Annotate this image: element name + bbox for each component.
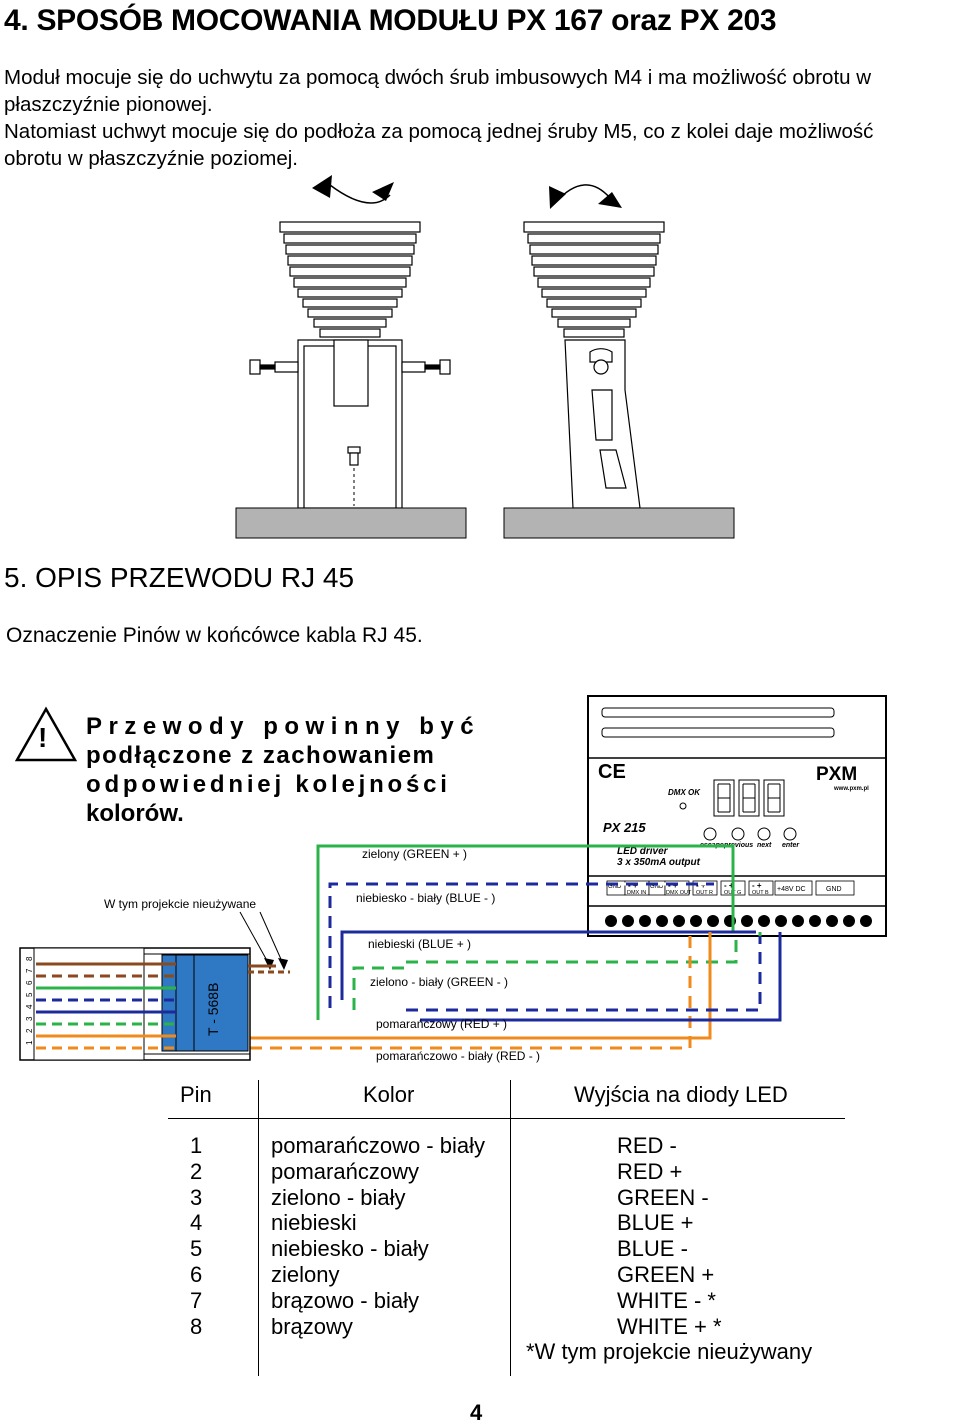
table-header-output: Wyjścia na diody LED	[574, 1082, 788, 1107]
terminal-label: +48V DC	[777, 886, 806, 893]
terminal-label: GND	[826, 886, 842, 893]
mounting-illustration	[235, 175, 735, 539]
model-label: PX 215	[603, 820, 646, 835]
table-cell-pin: 4	[190, 1210, 203, 1236]
pin-number: 1	[25, 1040, 34, 1045]
device-buttons	[703, 827, 797, 841]
pin-number: 2	[25, 1028, 34, 1033]
paragraph-line: Moduł mocuje się do uchwytu za pomocą dw…	[4, 66, 872, 89]
table-cell-pin: 1	[190, 1133, 203, 1158]
vertical-rotation-arrow-icon	[549, 184, 622, 209]
wire-label-blue-plus: niebieski (BLUE + )	[368, 937, 471, 951]
table-cell-output: RED +	[617, 1158, 683, 1184]
mounting-surface-left	[235, 507, 467, 539]
terminal-label: GND	[650, 884, 664, 890]
ce-mark: CE	[598, 761, 626, 783]
table-cell-color: zielony	[271, 1261, 340, 1287]
table-output-column: RED - RED + GREEN - BLUE + BLUE - GREEN …	[617, 1133, 722, 1339]
table-cell-pin: 8	[190, 1313, 203, 1339]
table-cell-output: BLUE +	[617, 1210, 694, 1236]
pin-number: 7	[25, 968, 34, 973]
table-header-color: Kolor	[363, 1082, 415, 1107]
section-5-subtitle: Oznaczenie Pinów w końcówce kabla RJ 45.	[6, 624, 423, 647]
section-4-paragraph: Moduł mocuje się do uchwytu za pomocą dw…	[4, 64, 959, 172]
table-cell-color: zielono - biały	[271, 1184, 406, 1210]
wiring-diagram: CE DMX OK PXM www.pxm.pl PX 215 LED driv…	[19, 695, 887, 1063]
section-5-heading: 5. OPIS PRZEWODU RJ 45	[4, 562, 355, 593]
warning-line: kolorów.	[86, 800, 184, 827]
terminal-label: GND	[608, 884, 622, 890]
pin-number: 3	[25, 1016, 34, 1021]
pin-number: 4	[25, 1004, 34, 1009]
page-number: 4	[470, 1400, 483, 1425]
mounting-surface-right	[503, 507, 735, 539]
wire-label-green-white: zielono - biały (GREEN - )	[370, 975, 508, 989]
table-cell-color: brązowo - biały	[271, 1287, 419, 1313]
cable-wires	[250, 844, 782, 1050]
table-cell-color: brązowy	[271, 1313, 353, 1339]
table-footnote: *W tym projekcie nieużywany	[526, 1339, 813, 1364]
table-column-divider	[258, 1080, 259, 1376]
terminal-label: DMX IN	[627, 890, 646, 896]
wire-label-green-plus: zielony (GREEN + )	[362, 847, 467, 861]
rj45-connector: 1 2 3 4 5 6 7 8 T - 568B	[19, 947, 290, 1061]
table-cell-output: BLUE -	[617, 1236, 688, 1262]
warning-exclamation: !	[38, 722, 48, 753]
table-column-divider	[510, 1080, 511, 1376]
device-desc-1: LED driver	[617, 846, 669, 857]
device-desc-2: 3 x 350mA output	[617, 857, 701, 868]
table-cell-pin: 2	[190, 1158, 203, 1184]
wire-label-orange-white: pomarańczowo - biały (RED - )	[376, 1049, 540, 1063]
fixture-left	[249, 221, 451, 509]
warning-message: Przewody powinny być podłączone z zachow…	[86, 712, 481, 828]
fixture-right	[523, 221, 665, 509]
terminal-signs: - +	[724, 881, 734, 890]
table-header-pin: Pin	[180, 1082, 212, 1107]
table-cell-output: WHITE - *	[617, 1287, 716, 1313]
table-cell-color: pomarańczowy	[271, 1158, 419, 1184]
terminal-label: OUT R	[696, 890, 713, 896]
wire-label-orange-plus: pomarańczowy (RED + )	[376, 1017, 507, 1031]
website-label: www.pxm.pl	[833, 786, 869, 792]
table-cell-output: RED -	[617, 1133, 677, 1158]
table-cell-pin: 7	[190, 1287, 203, 1313]
warning-line: podłączone z zachowaniem	[86, 742, 436, 769]
table-color-column: pomarańczowo - biały pomarańczowy zielon…	[271, 1133, 485, 1339]
pxm-logo: PXM	[816, 764, 857, 785]
table-header-rule	[168, 1118, 845, 1119]
button-enter-label: enter	[782, 842, 800, 849]
table-pin-column: 1 2 3 4 5 6 7 8	[190, 1133, 202, 1339]
table-cell-color: niebieski	[271, 1210, 357, 1236]
button-previous-label: previous	[723, 842, 753, 849]
table-cell-color: pomarańczowo - biały	[271, 1133, 485, 1158]
connector-standard-label: T - 568B	[205, 983, 221, 1036]
seven-segment-display	[713, 779, 785, 817]
table-cell-output: GREEN -	[617, 1184, 709, 1210]
table-cell-pin: 6	[190, 1261, 203, 1287]
unused-label: W tym projekcie nieużywane	[104, 897, 256, 911]
table-cell-pin: 3	[190, 1184, 203, 1210]
button-next-label: next	[757, 842, 772, 849]
pin-number: 6	[25, 980, 34, 985]
table-cell-pin: 5	[190, 1236, 203, 1262]
horizontal-rotation-arrow-icon	[312, 175, 394, 204]
pin-number: 5	[25, 992, 34, 997]
pin-number: 8	[25, 956, 34, 961]
paragraph-line: płaszczyźnie pionowej.	[4, 93, 213, 116]
dmx-ok-label: DMX OK	[668, 788, 701, 797]
terminal-label: OUT B	[752, 890, 769, 896]
paragraph-line: Natomiast uchwyt mocuje się do podłoża z…	[4, 120, 874, 143]
warning-triangle-icon	[14, 706, 78, 762]
table-cell-color: niebiesko - biały	[271, 1236, 429, 1262]
section-4-heading: 4. SPOSÓB MOCOWANIA MODUŁU PX 167 oraz P…	[4, 4, 777, 37]
paragraph-line: obrotu w płaszczyźnie poziomej.	[4, 147, 298, 170]
table-cell-output: WHITE + *	[617, 1313, 722, 1339]
terminal-label: DMX OUT	[666, 890, 692, 896]
table-cell-output: GREEN +	[617, 1261, 715, 1287]
wire-label-blue-white: niebiesko - biały (BLUE - )	[356, 891, 495, 905]
warning-line: odpowiedniej kolejności	[86, 771, 451, 798]
device-px215: CE DMX OK PXM www.pxm.pl PX 215 LED driv…	[587, 695, 887, 937]
warning-line: Przewody powinny być	[86, 713, 481, 740]
terminal-signs: - +	[752, 881, 762, 890]
